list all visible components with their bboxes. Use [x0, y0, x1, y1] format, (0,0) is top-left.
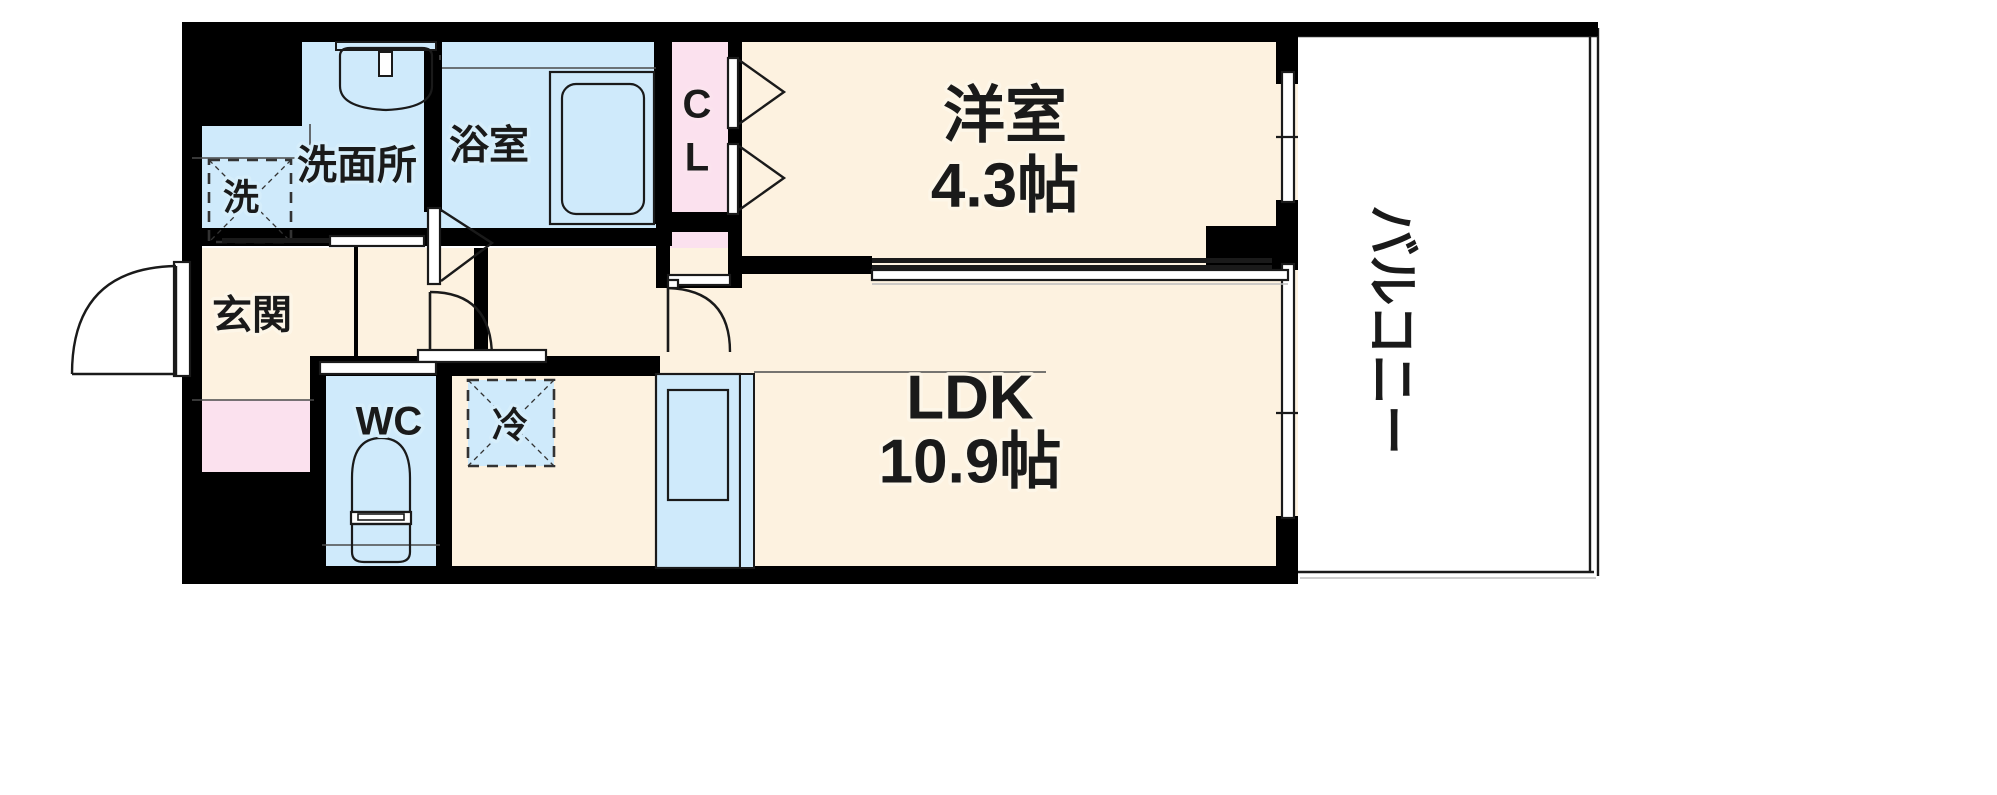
bathtub-basin	[560, 82, 646, 216]
room-labels: 洗面所 浴室 C L 洋室 4.3帖 玄関 WC 冷 洗 LDK 10.9帖 バ…	[209, 78, 1426, 500]
closet-folding-doors[interactable]	[726, 56, 787, 216]
toilet-door[interactable]	[318, 360, 438, 376]
entrance-door-arc	[70, 264, 177, 375]
wall-entrance-hall	[354, 246, 358, 356]
washbasin-faucet	[378, 51, 393, 77]
ldk-door[interactable]	[666, 278, 732, 353]
wall-wc-right	[436, 356, 452, 584]
wall-right-upper-jamb	[1276, 22, 1298, 84]
closet-upper-fill	[668, 36, 728, 222]
label-balcony: バルコニー	[1362, 205, 1422, 455]
bathroom-door-fold	[440, 208, 495, 282]
wall-cl-lower-left	[656, 232, 670, 280]
refrigerator-icon	[466, 378, 556, 468]
closet-door-leaf-upper	[738, 59, 787, 125]
washer-x2	[208, 159, 292, 243]
closet-door-frame-lower	[726, 142, 740, 216]
label-washroom: 洗面所	[297, 144, 417, 188]
label-refrigerator: 冷	[492, 405, 528, 446]
wall-bedroom-ldk-left	[742, 256, 872, 274]
label-closet-l: L	[685, 136, 709, 180]
interior-outlines	[192, 55, 1046, 546]
room-fills	[192, 36, 1312, 580]
entrance-door[interactable]	[70, 260, 192, 378]
ldk-door-hinge	[666, 278, 680, 290]
wall-left-upper	[182, 22, 202, 282]
balcony-floor	[1298, 36, 1598, 576]
fridge-x1	[467, 379, 555, 467]
label-closet-c: C	[683, 83, 712, 127]
washbasin-bowl	[338, 46, 434, 112]
bedroom-balcony-window[interactable]	[1276, 70, 1300, 204]
washbasin-icon	[335, 41, 437, 112]
bedroom-ldk-partition[interactable]	[870, 258, 1290, 285]
closet-door-frame-upper	[726, 56, 740, 130]
label-bathroom: 浴室	[449, 124, 529, 168]
wall-bathroom-bottom	[424, 228, 672, 246]
entrance-door-leaf	[72, 266, 178, 376]
ldk-fill-lower	[450, 366, 1288, 580]
washroom-door[interactable]	[222, 234, 426, 248]
closet-door-leaf-lower	[738, 145, 787, 211]
label-bedroom-area: 4.3帖	[931, 151, 1079, 220]
toilet-door-panel	[318, 360, 438, 376]
label-washing-machine: 洗	[223, 177, 259, 218]
partition-panel	[870, 268, 1290, 282]
entrance-door-frame	[172, 260, 192, 378]
wall-right-bottom-jamb	[1276, 516, 1298, 584]
wall-cl-divider	[656, 212, 742, 232]
wall-wc-left	[310, 356, 326, 584]
hall-door-arc	[429, 290, 494, 359]
washbasin-backsplash	[335, 41, 437, 51]
toilet-seat	[350, 436, 412, 514]
hall-fill	[354, 248, 486, 360]
washroom-slide-dash	[222, 238, 330, 243]
fridge-dashed-box	[466, 378, 556, 468]
ldk-window-frame	[1280, 262, 1296, 520]
kitchen-side-panel	[739, 373, 755, 569]
balcony-top-wall	[1298, 22, 1598, 36]
label-ldk: LDK	[906, 363, 1034, 432]
bedroom-fill	[728, 36, 1288, 260]
label-entrance: 玄関	[212, 294, 292, 338]
toilet-fill	[322, 375, 440, 580]
label-toilet: WC	[356, 400, 423, 444]
wall-hall-right	[474, 248, 488, 360]
hall-door-sill	[416, 348, 548, 364]
kitchen-sink-icon	[654, 372, 755, 570]
fridge-x2	[467, 379, 555, 467]
washer-dashed-box	[207, 158, 293, 244]
label-bedroom: 洋室	[943, 81, 1067, 150]
ldk-balcony-window[interactable]	[1276, 262, 1300, 520]
wall-bathroom-cl	[654, 22, 672, 224]
doors-and-openings	[70, 56, 1300, 520]
partition-dash-upper	[872, 258, 1272, 263]
washing-machine-icon	[207, 158, 293, 244]
toilet-tank	[350, 522, 412, 564]
washroom-slide-panel	[328, 234, 426, 248]
bathtub-icon	[548, 70, 656, 226]
toilet-lid-inner	[357, 513, 405, 521]
toilet-icon	[349, 436, 413, 564]
wall-cl-lower-right	[728, 230, 742, 284]
bathroom-door[interactable]	[426, 206, 495, 286]
hall-door[interactable]	[416, 290, 548, 364]
label-ldk-area: 10.9帖	[879, 427, 1062, 496]
balcony-area	[1298, 22, 1600, 579]
shoe-closet-fill	[192, 400, 314, 472]
wall-washroom-bathroom	[424, 30, 442, 212]
bathroom-door-frame	[426, 206, 442, 286]
kitchen-sink-basin	[666, 388, 730, 502]
wall-bottom-left-block	[182, 472, 324, 584]
partition-dash-lower	[872, 265, 1272, 269]
ldk-door-arc	[667, 286, 732, 353]
